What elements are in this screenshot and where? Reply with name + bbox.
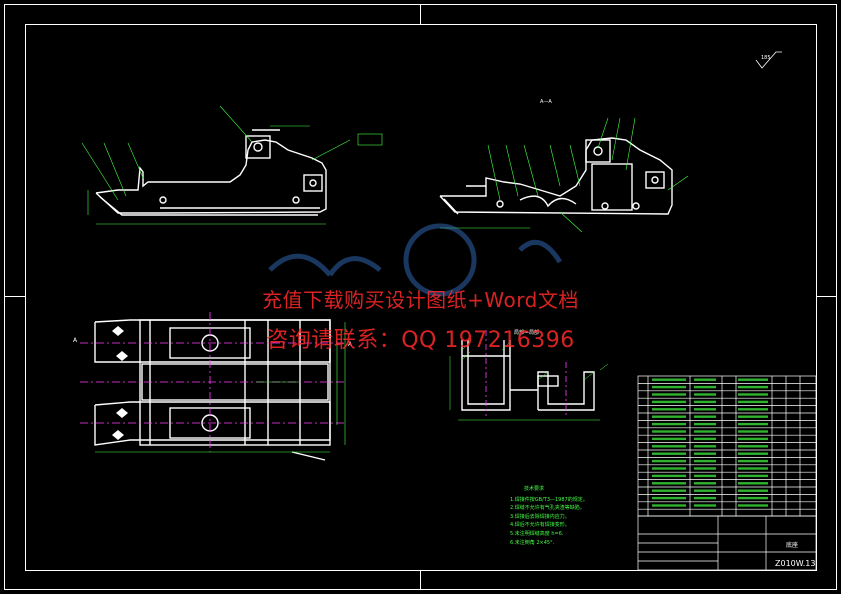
parts-list-cell-text	[738, 467, 768, 470]
partial-section-hatch	[449, 341, 609, 421]
parts-list-cell-text	[738, 378, 768, 381]
parts-list-cell-text	[694, 400, 716, 404]
parts-list-cell-text	[652, 459, 686, 463]
parts-list-cell-text	[652, 378, 686, 381]
top-view-dims	[95, 322, 346, 453]
section-marker-a-left: A	[73, 337, 78, 344]
parts-list-cell-text	[694, 437, 716, 441]
parts-list-cell-text	[738, 504, 768, 507]
technical-notes-heading: 技术要求	[524, 486, 545, 492]
watermark-logo	[268, 223, 563, 297]
section-a-a-view	[439, 137, 673, 215]
parts-list-cell-text	[738, 400, 768, 404]
section-label-a-a: A—A	[540, 99, 552, 105]
parts-list-cell-text	[738, 489, 768, 492]
parts-list-cell-text	[738, 408, 768, 411]
parts-list-cell-text	[652, 400, 686, 404]
parts-list-cell-text	[652, 504, 686, 507]
parts-list-cell-text	[694, 459, 716, 463]
parts-list-cell-text	[694, 430, 716, 433]
title-block-drawing-number: Z010W.13	[775, 559, 816, 568]
top-view-center-lines	[80, 312, 345, 452]
parts-list-cell-text	[694, 482, 716, 485]
parts-list-cell-text	[652, 393, 686, 396]
parts-list-cell-text	[738, 482, 768, 485]
partial-section-center-lines	[485, 330, 567, 416]
parts-list-cell-text	[652, 474, 686, 478]
parts-list-cell-text	[694, 504, 716, 507]
parts-list-cell-text	[738, 459, 768, 463]
technical-note-item: 2.焊缝不允许有气孔夹渣等缺陷。	[510, 505, 585, 512]
parts-list-cell-text	[652, 482, 686, 485]
parts-list-cell-text	[738, 415, 768, 418]
parts-list-cell-text	[694, 385, 716, 389]
parts-list-cell-text	[694, 415, 716, 418]
parts-list-cell-text	[652, 422, 686, 426]
parts-list-cell-text	[738, 422, 768, 426]
parts-list-cell-text	[694, 445, 716, 448]
parts-list-cell-text	[738, 393, 768, 396]
parts-list-cell-text	[694, 422, 716, 426]
parts-list-cell-text	[652, 437, 686, 441]
technical-note-item: 4.焊后不允许有焊接变形。	[510, 522, 570, 529]
parts-list-cell-text	[694, 489, 716, 492]
title-block-part-name: 底座	[786, 542, 799, 549]
roughness-value: 185	[761, 55, 771, 61]
parts-list-cell-text	[652, 415, 686, 418]
technical-note-item: 5.未注明焊缝高度 h=6.	[510, 530, 564, 537]
parts-list-cell-text	[652, 489, 686, 492]
section-a-a-dims	[440, 117, 689, 233]
partial-section-view	[461, 340, 595, 411]
roughness-symbol	[755, 51, 782, 69]
parts-list-cell-text	[738, 452, 768, 455]
technical-note-item: 1.焊接件按GB/T3—1987的规定。	[510, 496, 588, 503]
section-marker-a-right: A	[348, 341, 353, 348]
parts-list-cell-text	[694, 474, 716, 478]
parts-list-cell-text	[694, 467, 716, 470]
technical-note-item: 3.焊接后去除焊接内应力。	[510, 513, 570, 520]
parts-list-cell-text	[652, 385, 686, 389]
parts-list-cell-text	[652, 408, 686, 411]
top-view	[94, 319, 331, 461]
parts-list-cell-text	[694, 452, 716, 455]
parts-list-cell-text	[652, 445, 686, 448]
parts-list-cell-text	[738, 496, 768, 500]
technical-note-item: 6.未注倒角 2×45°.	[510, 539, 555, 546]
parts-list-cell-text	[652, 496, 686, 500]
parts-list-cell-text	[738, 430, 768, 433]
parts-list-cell-text	[694, 408, 716, 411]
parts-list-fill	[652, 378, 768, 507]
parts-list-cell-text	[694, 378, 716, 381]
section-label-partial: 局部—局部	[514, 330, 540, 336]
technical-notes: 技术要求 1.焊接件按GB/T3—1987的规定。 2.焊缝不允许有气孔夹渣等缺…	[510, 485, 610, 547]
parts-list-cell-text	[738, 474, 768, 478]
parts-list-cell-text	[652, 430, 686, 433]
parts-list-cell-text	[738, 385, 768, 389]
drawing-frame	[4, 4, 837, 590]
parts-list-cell-text	[738, 437, 768, 441]
front-view-dims	[81, 105, 383, 225]
front-view	[95, 129, 327, 216]
parts-list-cell-text	[694, 393, 716, 396]
parts-list-cell-text	[738, 445, 768, 448]
parts-list-cell-text	[694, 496, 716, 500]
parts-list-table	[637, 375, 817, 571]
parts-list-cell-text	[652, 452, 686, 455]
top-view-fasteners	[112, 326, 128, 440]
parts-list-cell-text	[652, 467, 686, 470]
